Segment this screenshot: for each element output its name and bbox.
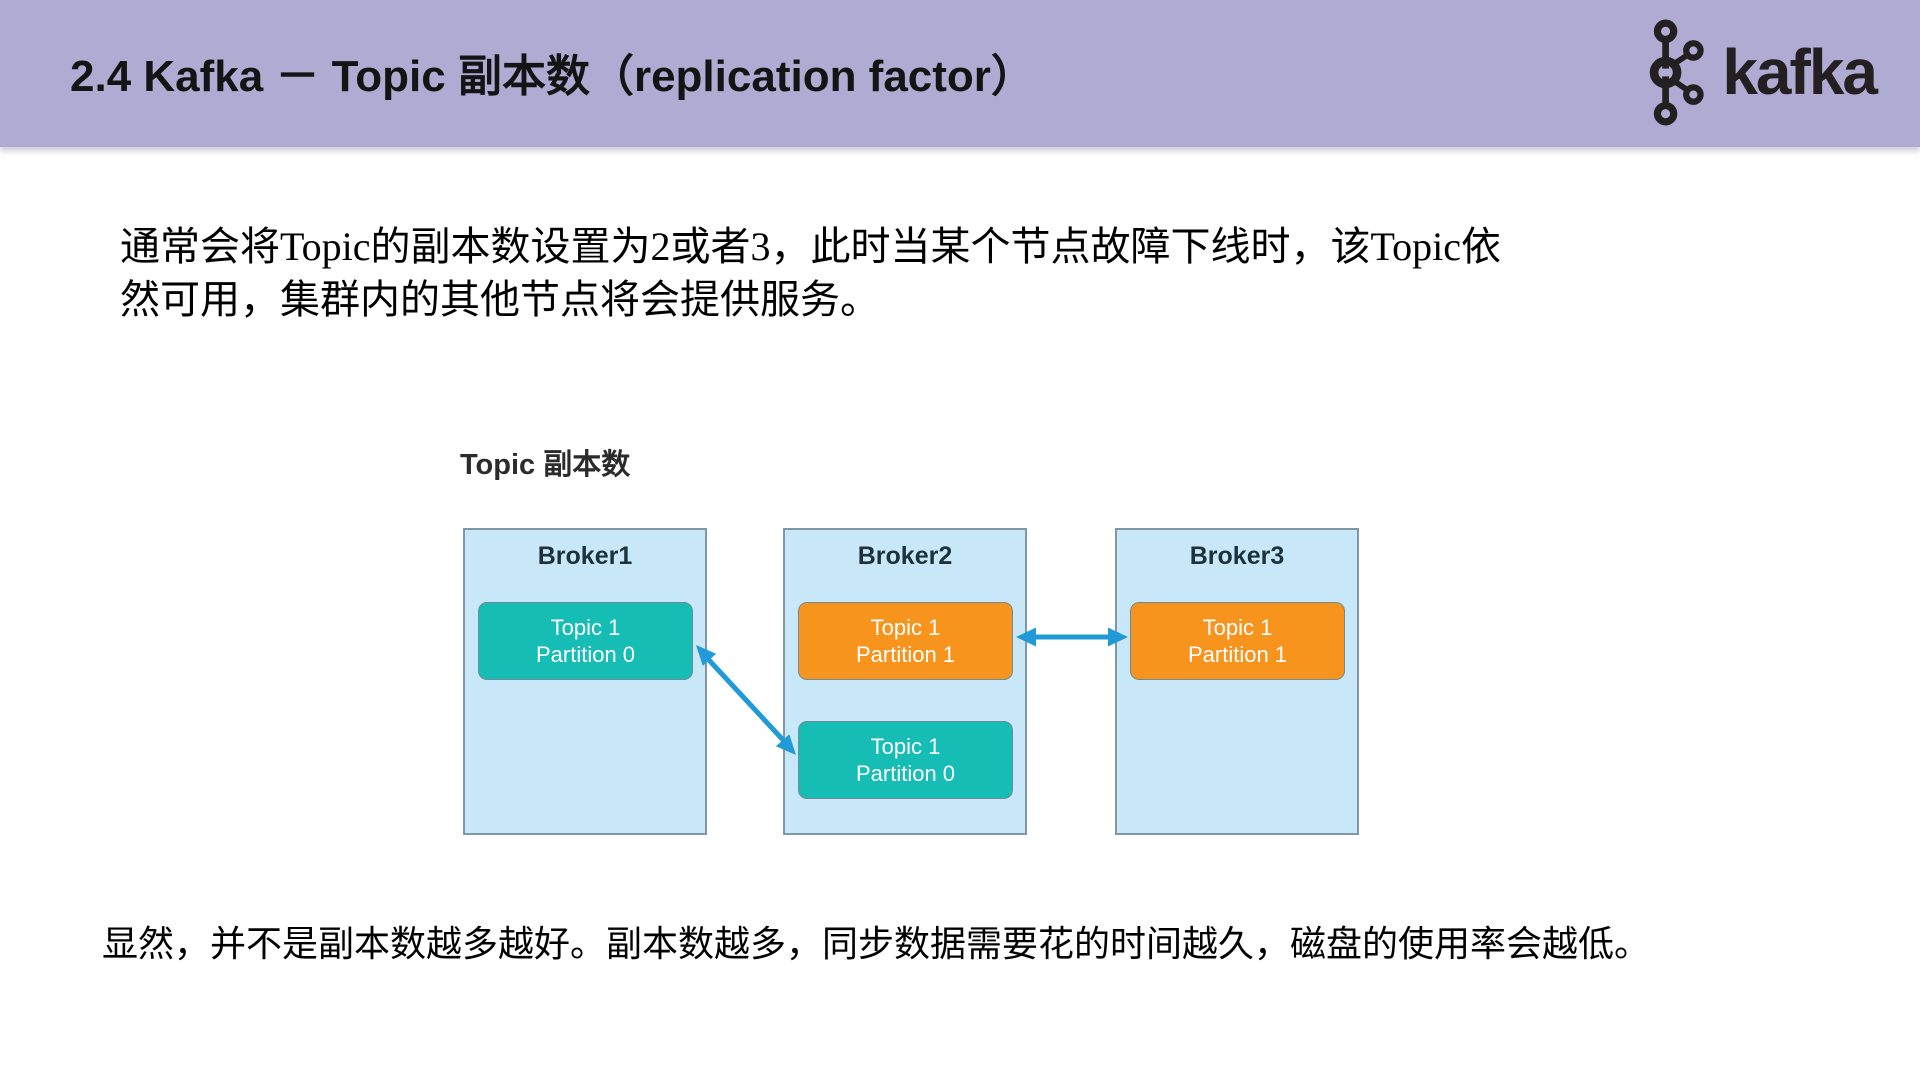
broker3-title: Broker3: [1189, 542, 1285, 570]
intro-line-1: 通常会将Topic的副本数设置为2或者3，此时当某个节点故障下线时，该Topic…: [120, 224, 1502, 269]
partition-name-label: Partition 1: [855, 642, 956, 667]
broker2-box: Broker2 Topic 1 Partition 1 Topic 1 Part…: [783, 528, 1027, 835]
partition-name-label: Partition 0: [855, 761, 956, 786]
diagram-title: Topic 副本数: [460, 449, 631, 481]
kafka-logo: kafka: [1629, 6, 1878, 138]
partition-name-label: Partition 1: [1187, 642, 1288, 667]
diagonal-replication-arrow: [696, 645, 796, 755]
page-title: 2.4 Kafka － Topic 副本数（replication factor…: [70, 52, 1035, 101]
intro-paragraph: 通常会将Topic的副本数设置为2或者3，此时当某个节点故障下线时，该Topic…: [120, 220, 1501, 326]
broker1-partition-0: Topic 1 Partition 0: [478, 602, 693, 680]
broker2-partition-0: Topic 1 Partition 0: [798, 721, 1013, 799]
broker1-box: Broker1 Topic 1 Partition 0: [463, 528, 707, 835]
partition-topic-label: Topic 1: [1202, 615, 1273, 640]
horizontal-replication-arrow: [1016, 627, 1128, 647]
partition-topic-label: Topic 1: [870, 615, 941, 640]
broker2-title: Broker2: [857, 542, 953, 570]
kafka-logo-icon: [1650, 19, 1704, 125]
partition-topic-label: Topic 1: [870, 734, 941, 759]
header-band: 2.4 Kafka － Topic 副本数（replication factor…: [0, 0, 1920, 147]
broker2-partition-1: Topic 1 Partition 1: [798, 602, 1013, 680]
partition-topic-label: Topic 1: [550, 615, 621, 640]
broker1-title: Broker1: [537, 542, 633, 570]
footer-note: 显然，并不是副本数越多越好。副本数越多，同步数据需要花的时间越久，磁盘的使用率会…: [102, 924, 1651, 964]
broker3-box: Broker3 Topic 1 Partition 1: [1115, 528, 1359, 835]
partition-name-label: Partition 0: [535, 642, 636, 667]
intro-line-2: 然可用，集群内的其他节点将会提供服务。: [120, 277, 880, 322]
broker3-partition-1: Topic 1 Partition 1: [1130, 602, 1345, 680]
kafka-logo-text: kafka: [1722, 36, 1878, 108]
